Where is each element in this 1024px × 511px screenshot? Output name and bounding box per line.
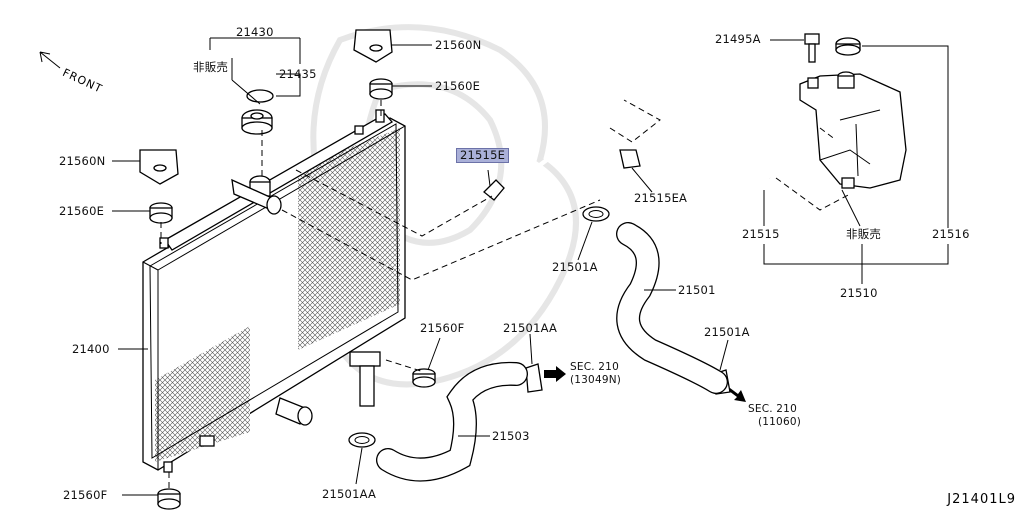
bracket-top <box>353 29 393 63</box>
upper-hose <box>616 222 728 394</box>
grommet-top <box>369 78 393 100</box>
clamp-bottom <box>348 432 376 448</box>
mount-mid <box>412 368 436 388</box>
label-21560F-mid: 21560F <box>420 321 465 335</box>
label-21435: 21435 <box>279 67 317 81</box>
reservoir-tank <box>799 71 907 189</box>
bracket-left <box>139 149 179 185</box>
hose-clip <box>619 149 641 169</box>
label-21516: 21516 <box>932 227 970 241</box>
tank-cap <box>835 37 861 56</box>
label-21560E-top: 21560E <box>435 79 481 93</box>
label-21560N-top: 21560N <box>435 38 482 52</box>
sec-ref-1-line2: (13049N) <box>570 374 622 386</box>
mount-bottom <box>157 488 181 510</box>
leader-lines <box>112 37 949 496</box>
label-21501A-top: 21501A <box>552 260 598 274</box>
diagram-code: J21401L9 <box>947 492 1016 507</box>
label-21501: 21501 <box>678 283 716 297</box>
label-21400: 21400 <box>72 342 110 356</box>
clamp-mid <box>525 363 543 393</box>
sec-ref-1-line1: SEC. 210 <box>570 361 619 373</box>
label-21560N-left: 21560N <box>59 154 106 168</box>
label-21510: 21510 <box>840 286 878 300</box>
label-21515EA: 21515EA <box>634 191 688 205</box>
radiator-cap <box>241 109 273 135</box>
label-21501A-right: 21501A <box>704 325 750 339</box>
label-21430: 21430 <box>236 25 274 39</box>
label-not-for-sale-2: 非販売 <box>846 227 882 241</box>
sec-arrow-icon-2 <box>729 388 746 402</box>
label-21515: 21515 <box>742 227 780 241</box>
front-arrow-icon <box>39 51 61 69</box>
sec-ref-2-line2: (11060) <box>758 416 801 428</box>
dashed-lines <box>160 99 851 490</box>
sec-arrow-icon-1 <box>544 366 566 382</box>
bolt <box>804 33 820 63</box>
radiator-core <box>142 109 406 473</box>
label-21560F-bottom: 21560F <box>63 488 108 502</box>
grommet-left <box>149 202 173 224</box>
label-21560E-left: 21560E <box>59 204 105 218</box>
label-21495A: 21495A <box>715 32 761 46</box>
label-21503: 21503 <box>492 429 530 443</box>
clamp-top <box>582 206 610 222</box>
overflow-hose <box>483 67 773 201</box>
label-21515E: 21515E <box>456 148 510 163</box>
label-not-for-sale-1: 非販売 <box>193 60 229 74</box>
lower-hose <box>376 361 528 482</box>
label-21501AA-bottom: 21501AA <box>322 487 377 501</box>
sec-ref-2-line1: SEC. 210 <box>748 403 797 415</box>
label-21501AA-mid: 21501AA <box>503 321 558 335</box>
